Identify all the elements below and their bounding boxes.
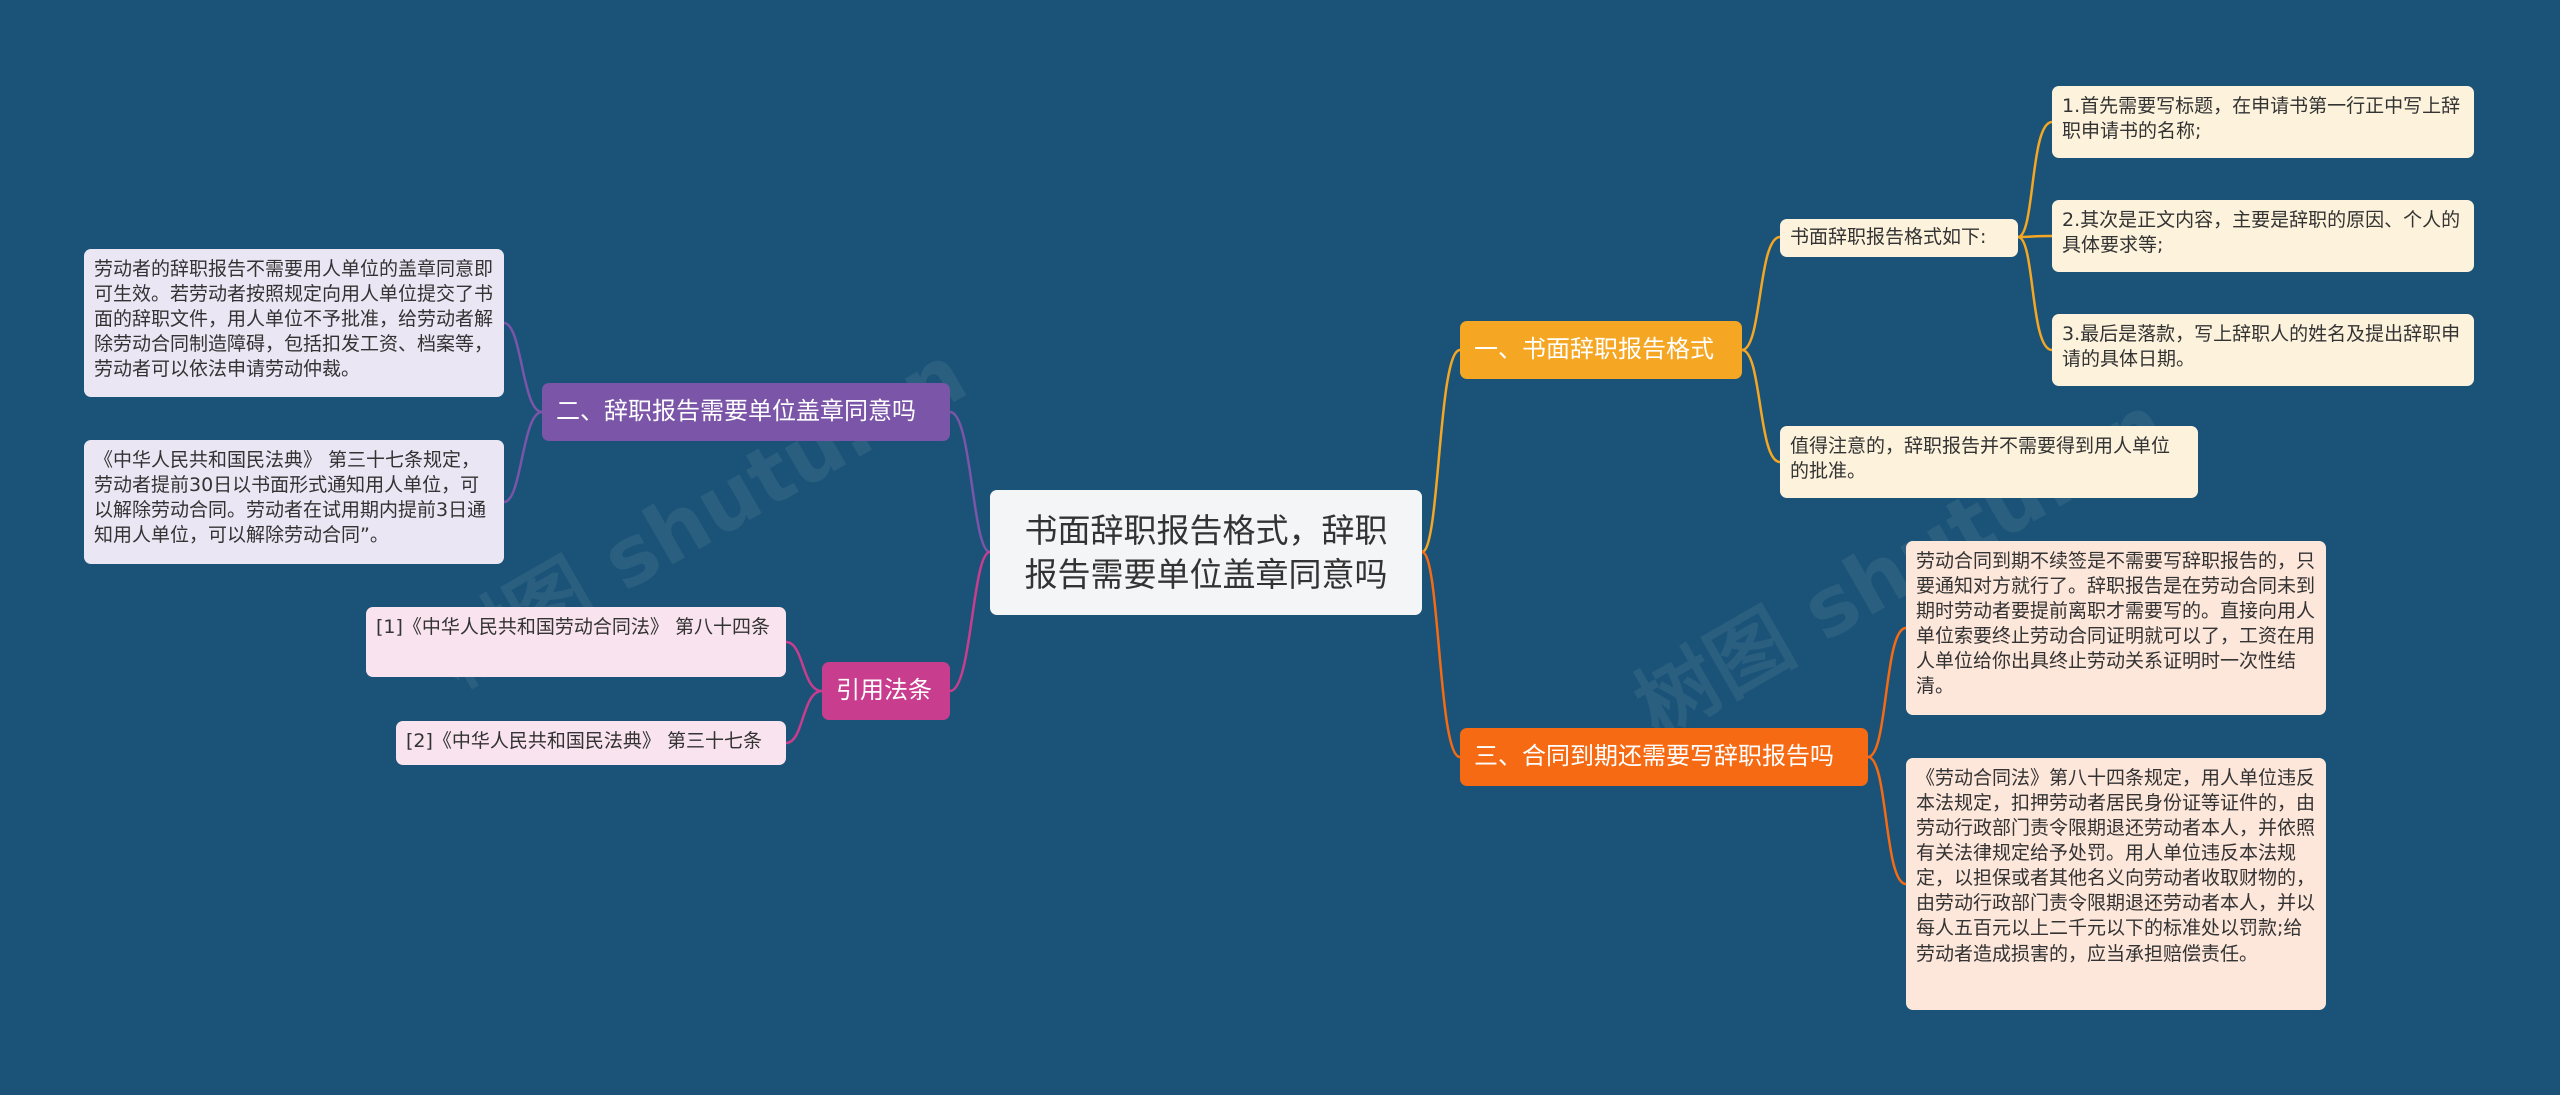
- citation-labor-contract-law[interactable]: [1]《中华人民共和国劳动合同法》 第八十四条: [366, 607, 786, 677]
- link-root-b3: [1421, 550, 1461, 759]
- link-root-b2: [949, 410, 991, 554]
- link-b1-sub: [1741, 235, 1781, 352]
- root-topic-text: 书面辞职报告格式，辞职报告需要单位盖章同意吗: [1024, 510, 1388, 594]
- link-b4-i2: [785, 689, 823, 745]
- link-sub-i3: [2017, 235, 2053, 352]
- civil-code-article-37[interactable]: 《中华人民共和国民法典》 第三十七条规定，劳动者提前30日以书面形式通知用人单位…: [84, 440, 504, 564]
- citation-civil-code[interactable]: [2]《中华人民共和国民法典》 第三十七条: [396, 721, 786, 765]
- link-sub-i1: [2017, 120, 2053, 239]
- link-b1-note: [1741, 348, 1781, 464]
- format-item-body[interactable]: 2.其次是正文内容，主要是辞职的原因、个人的具体要求等;: [2052, 200, 2474, 272]
- link-b2-i2: [503, 410, 543, 504]
- link-sub-i2: [2017, 234, 2053, 239]
- branch-format[interactable]: 一、书面辞职报告格式: [1460, 321, 1742, 379]
- branch-contract-expiry[interactable]: 三、合同到期还需要写辞职报告吗: [1460, 728, 1868, 786]
- branch-format-label: 一、书面辞职报告格式: [1474, 335, 1714, 364]
- link-b2-i1: [503, 321, 543, 414]
- branch-citations[interactable]: 引用法条: [822, 662, 950, 720]
- link-b3-i2: [1867, 755, 1907, 886]
- link-b4-i1: [785, 640, 823, 693]
- seal-approval-explanation[interactable]: 劳动者的辞职报告不需要用人单位的盖章同意即可生效。若劳动者按照规定向用人单位提交…: [84, 249, 504, 397]
- link-root-b1: [1421, 348, 1461, 554]
- root-topic[interactable]: 书面辞职报告格式，辞职报告需要单位盖章同意吗: [990, 490, 1422, 615]
- format-sub-topic[interactable]: 书面辞职报告格式如下:: [1780, 219, 2018, 257]
- contract-expiry-explanation[interactable]: 劳动合同到期不续签是不需要写辞职报告的，只要通知对方就行了。辞职报告是在劳动合同…: [1906, 541, 2326, 715]
- format-item-signature[interactable]: 3.最后是落款，写上辞职人的姓名及提出辞职申请的具体日期。: [2052, 314, 2474, 386]
- link-b3-i1: [1867, 626, 1907, 759]
- format-note[interactable]: 值得注意的，辞职报告并不需要得到用人单位的批准。: [1780, 426, 2198, 498]
- contract-law-article-84[interactable]: 《劳动合同法》第八十四条规定，用人单位违反本法规定，扣押劳动者居民身份证等证件的…: [1906, 758, 2326, 1010]
- format-item-title[interactable]: 1.首先需要写标题，在申请书第一行正中写上辞职申请书的名称;: [2052, 86, 2474, 158]
- branch-seal-approval[interactable]: 二、辞职报告需要单位盖章同意吗: [542, 383, 950, 441]
- link-root-b4: [949, 550, 991, 693]
